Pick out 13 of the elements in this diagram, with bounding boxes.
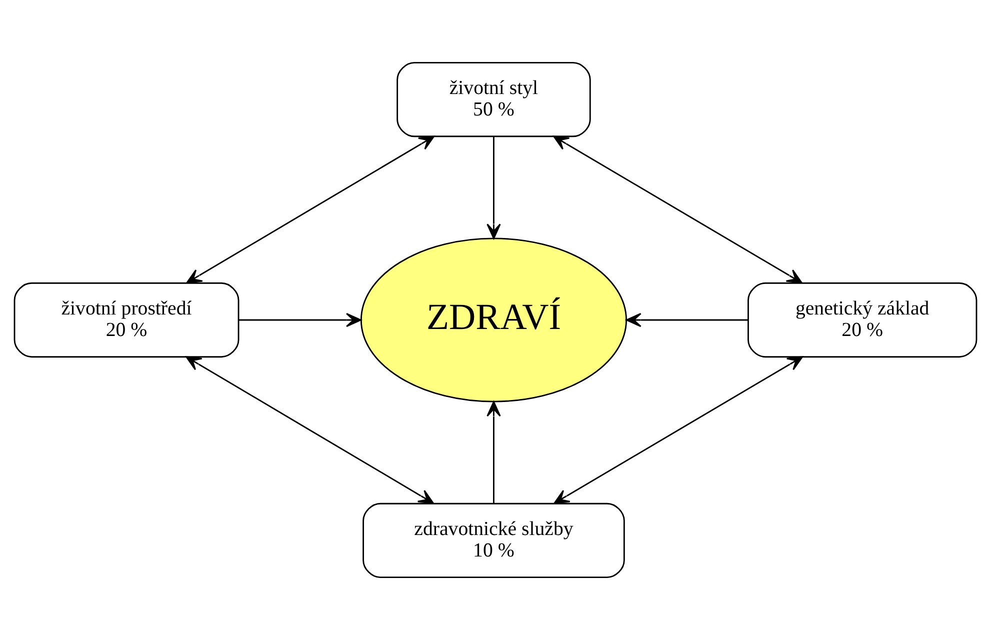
arrow: [186, 135, 435, 283]
arrow: [186, 356, 434, 504]
node-ellipse: ZDRAVÍ: [360, 237, 627, 402]
arrow: [486, 400, 501, 503]
arrow: [554, 356, 804, 504]
node-box: zdravotnické služby 10 %: [362, 502, 625, 578]
node-box: životní styl 50 %: [396, 61, 591, 137]
node-box: životní prostředí 20 %: [14, 282, 240, 358]
arrow: [486, 136, 501, 239]
arrow: [553, 135, 802, 283]
arrow: [626, 312, 748, 327]
node-box: genetický základ 20 %: [748, 282, 978, 358]
arrow: [238, 312, 362, 327]
